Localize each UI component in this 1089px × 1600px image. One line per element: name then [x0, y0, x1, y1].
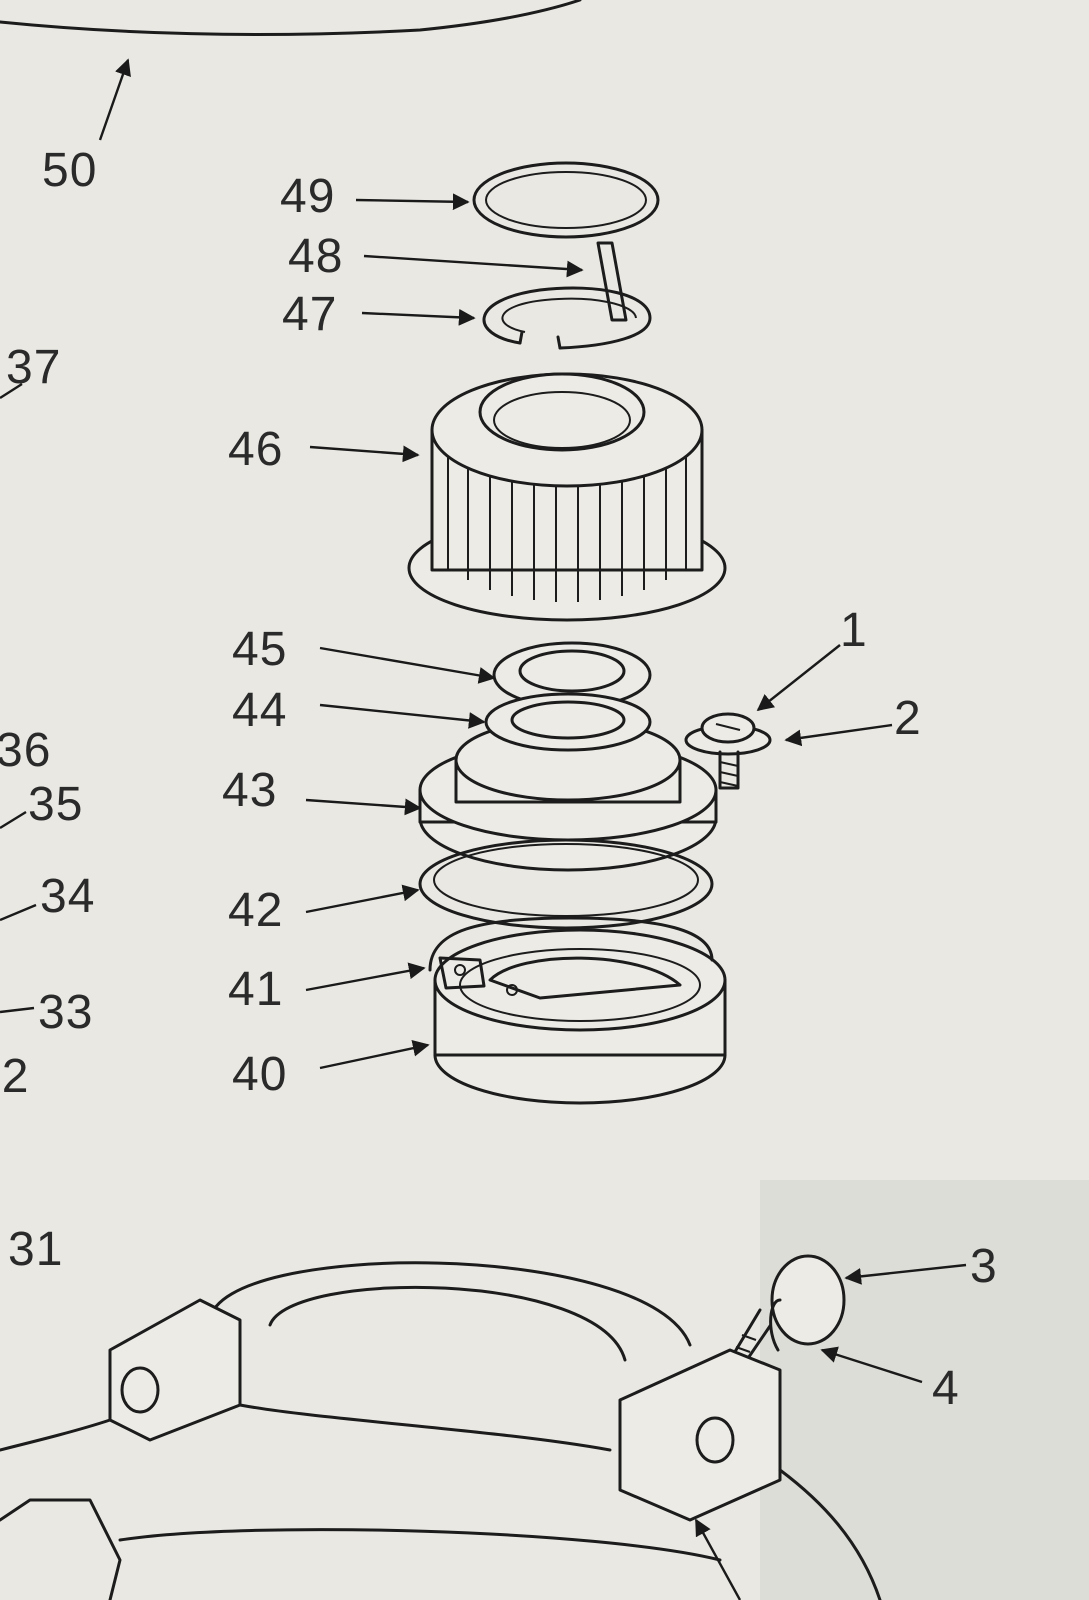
leader-lines — [0, 58, 967, 1600]
leader-40 — [319, 1039, 430, 1070]
part-44-43-seal — [418, 692, 718, 872]
callout-48: 48 — [288, 230, 343, 283]
part-47-snap-ring — [482, 286, 652, 350]
part-1-2-screw-washer — [684, 712, 772, 790]
leader-45 — [319, 646, 496, 684]
leader-4 — [820, 1346, 923, 1384]
callout-44: 44 — [232, 684, 287, 737]
callout-46: 46 — [228, 423, 283, 476]
callout-4: 4 — [932, 1362, 960, 1415]
leader-2 — [784, 723, 893, 747]
leader-37 — [0, 382, 23, 400]
leader-46 — [309, 445, 420, 463]
callout-50: 50 — [42, 144, 97, 197]
leader-33 — [0, 1006, 35, 1014]
leader-49 — [355, 193, 470, 211]
part-42-o-ring — [418, 838, 714, 930]
leader-50 — [98, 58, 131, 141]
callout-34: 34 — [40, 870, 95, 923]
leader-47 — [361, 308, 476, 326]
callout-47: 47 — [282, 288, 337, 341]
callout-1: 1 — [840, 604, 868, 657]
leader-44 — [319, 703, 486, 729]
leader-3 — [844, 1263, 967, 1285]
callout-35: 35 — [28, 778, 83, 831]
callout-labels: 50 49 48 47 37 46 45 1 44 2 36 43 35 34 … — [0, 144, 998, 1415]
part-49-ring — [472, 161, 660, 239]
part-40-base — [433, 928, 727, 1105]
callout-36: 36 — [0, 724, 51, 777]
paper-shadow — [760, 1180, 1089, 1600]
callout-31: 31 — [8, 1223, 63, 1276]
leader-bottom — [694, 1518, 742, 1600]
callout-37: 37 — [6, 341, 61, 394]
callout-42: 42 — [228, 884, 283, 937]
leader-34 — [0, 903, 37, 922]
callout-33: 33 — [38, 986, 93, 1039]
leader-48 — [363, 254, 584, 278]
leader-35 — [0, 810, 27, 830]
part-50-housing-arc — [0, 0, 582, 36]
callout-43: 43 — [222, 764, 277, 817]
leader-1 — [756, 644, 841, 712]
callout-49: 49 — [280, 170, 335, 223]
leader-42 — [305, 884, 420, 914]
callout-3: 3 — [970, 1240, 998, 1293]
leader-43 — [305, 798, 422, 816]
part-41-retaining-ring — [428, 916, 714, 1000]
callout-41: 41 — [228, 963, 283, 1016]
part-46-gear — [407, 372, 727, 622]
leader-41 — [305, 962, 426, 992]
part-48-clip — [596, 241, 628, 322]
part-31-clamp — [0, 1261, 882, 1600]
callout-45: 45 — [232, 623, 287, 676]
callout-32: 32 — [0, 1050, 29, 1103]
callout-2: 2 — [894, 692, 922, 745]
callout-40: 40 — [232, 1048, 287, 1101]
